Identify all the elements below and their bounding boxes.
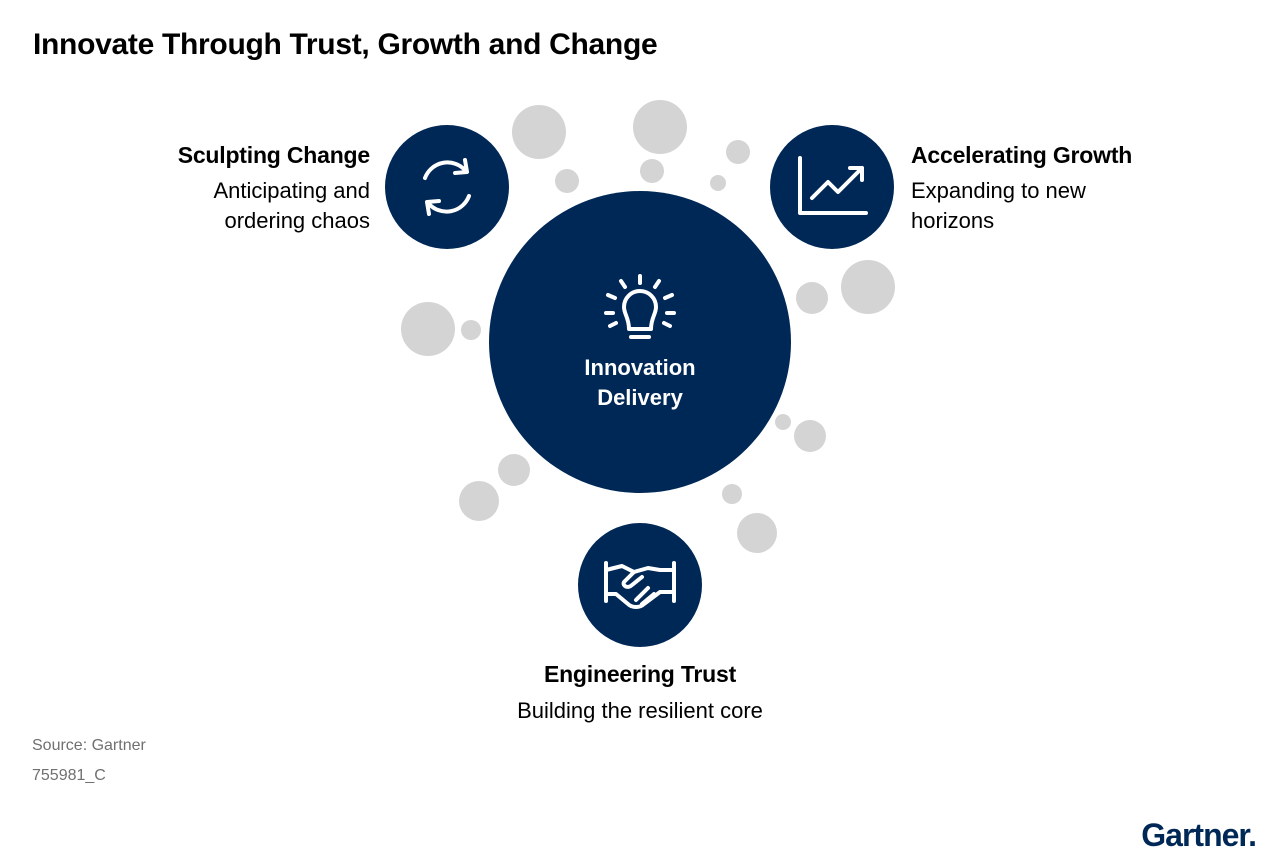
bubble	[633, 100, 687, 154]
bubble	[775, 414, 791, 430]
sculpting-change-title: Sculpting Change	[177, 142, 371, 168]
decorative-bubbles	[401, 100, 895, 553]
sculpting-change-desc: Anticipating and ordering chaos	[110, 176, 370, 236]
bubble	[796, 282, 828, 314]
bubble	[512, 105, 566, 159]
bubble	[841, 260, 895, 314]
bubble	[726, 140, 750, 164]
trending-chart-icon	[798, 156, 868, 215]
accelerating-growth-desc-line1: Expanding to new	[911, 178, 1086, 203]
bubble	[794, 420, 826, 452]
handshake-icon	[604, 561, 676, 609]
engineering-trust-desc: Building the resilient core	[517, 698, 763, 723]
bubble	[640, 159, 664, 183]
center-label-line1: Innovation	[584, 355, 696, 380]
center-circle	[489, 191, 791, 493]
center-label: Innovation Delivery	[540, 353, 740, 413]
bubble	[722, 484, 742, 504]
bubble	[737, 513, 777, 553]
sculpting-change-circle	[385, 125, 509, 249]
gartner-logo: Gartner.	[1141, 817, 1257, 853]
bubble	[401, 302, 455, 356]
source-note: Source: Gartner	[32, 737, 146, 754]
document-id: 755981_C	[32, 767, 106, 784]
lightbulb-icon	[604, 274, 676, 339]
page-title: Innovate Through Trust, Growth and Chang…	[33, 28, 658, 61]
accelerating-growth-desc: Expanding to new horizons	[911, 176, 1211, 236]
accelerating-growth-desc-line2: horizons	[911, 208, 995, 233]
bubble	[555, 169, 579, 193]
bubble	[459, 481, 499, 521]
sculpting-change-desc-line1: Anticipating and	[213, 178, 370, 203]
bubble	[498, 454, 530, 486]
refresh-cycle-icon	[423, 158, 471, 216]
bubble	[461, 320, 481, 340]
sculpting-change-desc-line2: ordering chaos	[224, 208, 370, 233]
center-label-line2: Delivery	[597, 385, 683, 410]
bubble	[710, 175, 726, 191]
engineering-trust-circle	[578, 523, 702, 647]
accelerating-growth-title: Accelerating Growth	[911, 142, 1133, 168]
engineering-trust-title: Engineering Trust	[543, 661, 737, 687]
